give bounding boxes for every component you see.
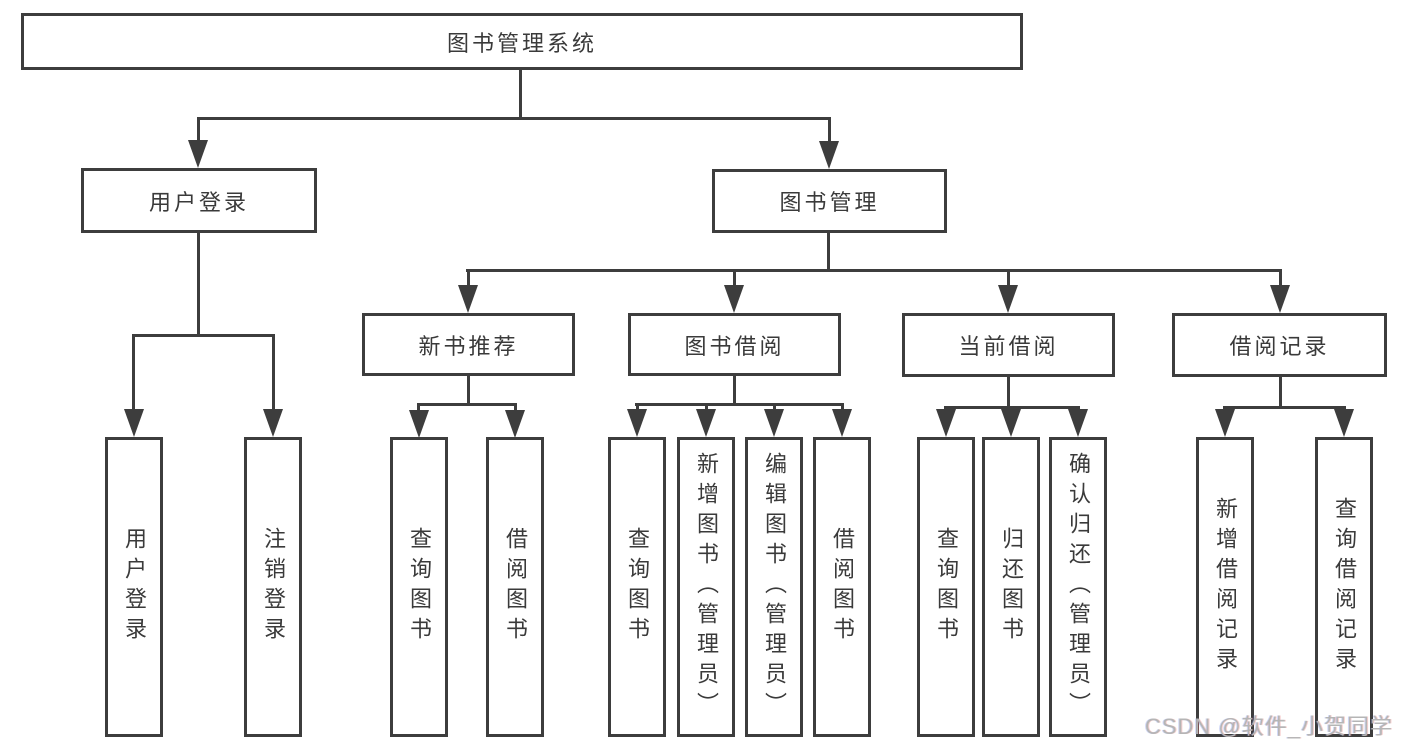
arrow-down-icon (505, 410, 525, 438)
connector-current-stem (1007, 375, 1010, 408)
connector-newrec-stem (467, 374, 470, 405)
connector-newrec-hline (417, 403, 517, 406)
arrow-down-icon (764, 409, 784, 437)
connector-mgmt-drop-4 (1279, 269, 1282, 289)
connector-root-hline (197, 117, 831, 120)
node-label: 借阅记录 (1229, 334, 1330, 359)
arrow-down-icon (1215, 409, 1235, 437)
arrow-down-icon (409, 410, 429, 438)
node-borrowing-records: 借阅记录 (1172, 313, 1387, 377)
node-label: 用户登录 (148, 189, 249, 215)
node-label: 新增图书（管理员） (694, 452, 719, 722)
connector-records-stem (1279, 375, 1282, 408)
node-label: 借阅图书 (830, 527, 855, 647)
csdn-watermark: CSDN @软件_小贺同学 (1144, 714, 1393, 739)
arrow-down-icon (627, 409, 647, 437)
node-label: 用户登录 (122, 527, 147, 647)
node-newrec-borrow-books: 借阅图书 (486, 437, 544, 737)
node-label: 新书推荐 (418, 333, 519, 359)
arrow-down-icon (819, 141, 839, 169)
node-records-add-record: 新增借阅记录 (1196, 437, 1254, 737)
node-new-book-recommend: 新书推荐 (362, 313, 575, 376)
arrow-down-icon (458, 285, 478, 313)
connector-newrec-drop-2 (514, 403, 517, 415)
connector-login-stem (197, 231, 200, 336)
arrow-down-icon (188, 140, 208, 168)
connector-borrow-stem (733, 374, 736, 405)
node-book-management: 图书管理 (712, 169, 947, 233)
connector-mgmt-drop-2 (733, 269, 736, 289)
node-label: 查询图书 (934, 527, 959, 647)
node-label: 查询借阅记录 (1332, 497, 1357, 677)
connector-mgmt-drop-1 (467, 269, 470, 289)
node-label: 确认归还（管理员） (1066, 452, 1091, 722)
arrow-down-icon (998, 285, 1018, 313)
connector-login-hline (132, 334, 275, 337)
node-label: 当前借阅 (958, 334, 1059, 359)
node-label: 图书管理系统 (446, 30, 597, 56)
arrow-down-icon (724, 285, 744, 313)
connector-root-left-drop (197, 117, 200, 145)
node-current-query-books: 查询图书 (917, 437, 975, 737)
node-current-return-books: 归还图书 (982, 437, 1040, 737)
node-label: 注销登录 (261, 527, 286, 647)
connector-mgmt-drop-3 (1007, 269, 1010, 289)
connector-root-right-drop (828, 117, 831, 145)
node-book-management-system: 图书管理系统 (21, 13, 1023, 70)
connector-login-right-drop (272, 334, 275, 414)
node-label: 新增借阅记录 (1213, 497, 1238, 677)
arrow-down-icon (1068, 409, 1088, 437)
connector-mgmt-hline (466, 269, 1281, 272)
node-label: 借阅图书 (503, 527, 528, 647)
node-borrow-borrow-books: 借阅图书 (813, 437, 871, 737)
arrow-down-icon (263, 409, 283, 437)
node-label: 查询图书 (625, 527, 650, 647)
arrow-down-icon (1270, 285, 1290, 313)
arrow-down-icon (1334, 409, 1354, 437)
node-label: 图书借阅 (684, 333, 785, 359)
node-current-confirm-return-admin: 确认归还（管理员） (1049, 437, 1107, 737)
connector-newrec-drop-1 (417, 403, 420, 415)
node-borrow-query-books: 查询图书 (608, 437, 666, 737)
node-label: 编辑图书（管理员） (762, 452, 787, 722)
arrow-down-icon (832, 409, 852, 437)
connector-borrow-hline (635, 403, 844, 406)
arrow-down-icon (696, 409, 716, 437)
node-label: 查询图书 (407, 527, 432, 647)
arrow-down-icon (1001, 409, 1021, 437)
connector-mgmt-stem (827, 231, 830, 271)
node-current-borrowing: 当前借阅 (902, 313, 1115, 377)
node-newrec-query-books: 查询图书 (390, 437, 448, 737)
connector-root-stem (519, 69, 522, 119)
node-label: 归还图书 (999, 527, 1024, 647)
connector-records-hline (1223, 406, 1346, 409)
arrow-down-icon (124, 409, 144, 437)
connector-login-left-drop (132, 334, 135, 414)
node-user-login: 用户登录 (81, 168, 317, 233)
node-book-borrowing: 图书借阅 (628, 313, 841, 376)
arrow-down-icon (936, 409, 956, 437)
node-user-login-action: 用户登录 (105, 437, 163, 737)
node-borrow-edit-books-admin: 编辑图书（管理员） (745, 437, 803, 737)
node-records-query-record: 查询借阅记录 (1315, 437, 1373, 737)
node-logout-action: 注销登录 (244, 437, 302, 737)
node-label: 图书管理 (779, 190, 880, 215)
node-borrow-add-books-admin: 新增图书（管理员） (677, 437, 735, 737)
